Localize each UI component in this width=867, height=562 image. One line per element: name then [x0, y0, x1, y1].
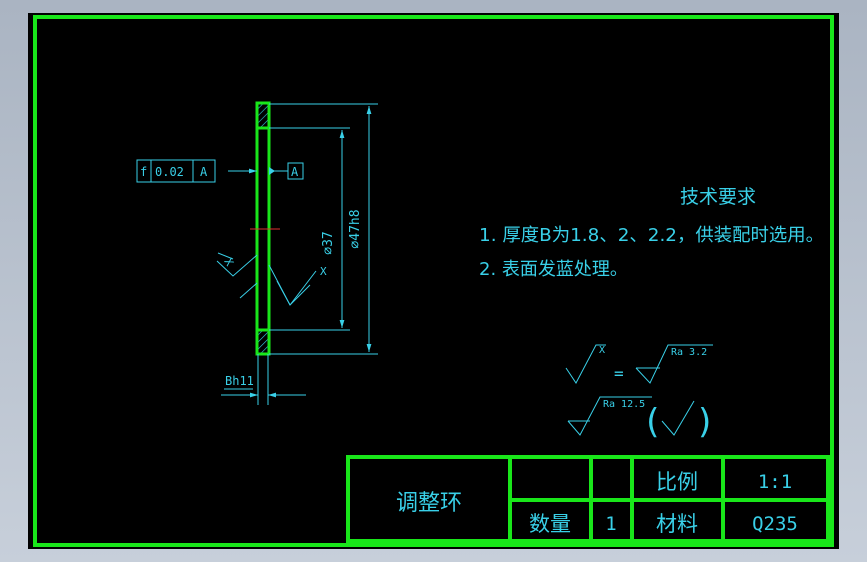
drawing-canvas: ⌀37 ⌀47h8 Bh11 f 0.02 A A X X 技术要求 1. 厚度…: [33, 15, 834, 547]
roughness-legend: X = Ra 3.2 Ra 12.5 ( ): [565, 344, 715, 442]
roughness-mid-mark: X: [320, 265, 327, 278]
legend-ra-value: Ra 3.2: [671, 347, 707, 358]
legend-eq: =: [614, 364, 624, 383]
legend-paren-open: (: [642, 402, 662, 442]
top-hatch-section: [257, 103, 269, 129]
drawing-border: [33, 15, 834, 547]
tolerance-symbol: f: [140, 165, 147, 179]
material-label: 材料: [656, 512, 698, 536]
tolerance-value: 0.02: [155, 165, 184, 179]
thickness-label: Bh11: [225, 374, 254, 388]
technical-requirements: 技术要求 1. 厚度B为1.8、2、2.2，供装配时选用。 2. 表面发蓝处理。: [479, 186, 824, 280]
bottom-hatch-section: [257, 329, 269, 355]
legend-symbol-x: X: [599, 345, 605, 356]
tech-req-item-1: 1. 厚度B为1.8、2、2.2，供装配时选用。: [479, 225, 824, 246]
cad-viewport[interactable]: ⌀37 ⌀47h8 Bh11 f 0.02 A A X X 技术要求 1. 厚度…: [28, 13, 839, 549]
legend-paren-close: ): [695, 402, 715, 442]
part-name: 调整环: [396, 491, 462, 516]
qty-label: 数量: [529, 512, 571, 536]
roughness-mid: X: [268, 264, 327, 306]
qty-value: 1: [605, 513, 616, 535]
material-value: Q235: [752, 513, 798, 535]
legend-general-ra: Ra 12.5: [603, 399, 645, 410]
datum-label: A: [291, 165, 299, 179]
inner-diameter-label: ⌀37: [321, 231, 336, 254]
title-block: 调整环 比例 1:1 数量 1 材料 Q235: [346, 455, 830, 543]
scale-value: 1:1: [758, 471, 792, 493]
datum-marker: A: [269, 162, 304, 180]
dimension-lines: [221, 103, 378, 405]
tech-req-title: 技术要求: [680, 186, 756, 208]
part-section-view: [250, 101, 280, 356]
tolerance-frame[interactable]: f 0.02 A: [136, 159, 257, 183]
roughness-left: X: [216, 252, 258, 299]
tech-req-item-2: 2. 表面发蓝处理。: [479, 259, 628, 280]
outer-diameter-label: ⌀47h8: [348, 209, 363, 248]
scale-label: 比例: [656, 470, 698, 494]
tolerance-datum: A: [200, 165, 208, 179]
